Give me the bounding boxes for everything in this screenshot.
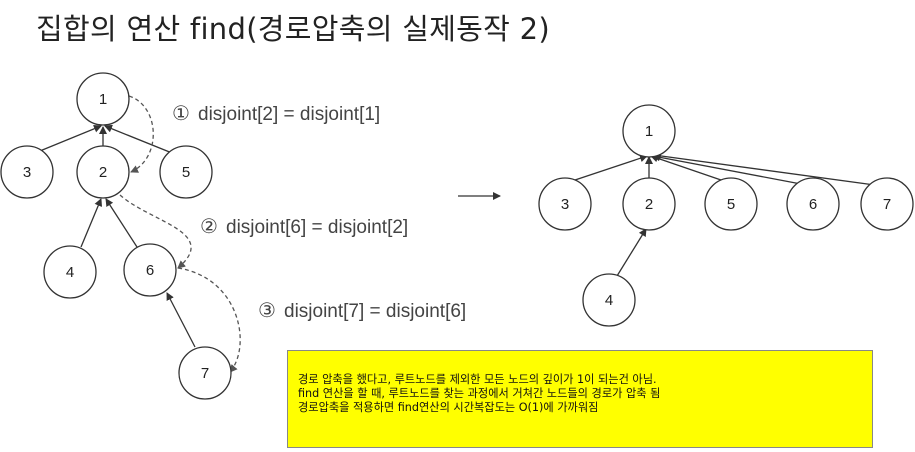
node-label: 6 (809, 196, 817, 213)
note-line-2: find 연산을 할 때, 루트노드를 찾는 과정에서 거쳐간 노드들의 경로가… (298, 387, 661, 400)
dashed-arrow-6-to-2 (119, 194, 192, 269)
node-label: 7 (883, 196, 891, 213)
node-6-after: 6 (786, 177, 840, 231)
edge-a7-to-a1 (653, 151, 883, 187)
note-line-3: 경로압축을 적용하면 find연산의 시간복잡도는 O(1)에 가까워짐 (298, 401, 599, 414)
node-1: 1 (76, 72, 130, 126)
step-labels: ① disjoint[2] = disjoint[1] ② disjoint[6… (172, 103, 466, 322)
node-label: 6 (146, 262, 154, 279)
node-label: 3 (561, 196, 569, 213)
step-3-num: ③ (258, 300, 276, 322)
node-7-after: 7 (860, 177, 914, 231)
node-label: 3 (23, 164, 31, 181)
step-1-num: ① (172, 103, 190, 125)
node-2: 2 (76, 145, 130, 199)
dashed-arrow-2-to-1 (128, 95, 154, 173)
node-label: 1 (645, 123, 653, 140)
node-4: 4 (43, 245, 97, 299)
node-3: 3 (0, 145, 54, 199)
node-label: 7 (201, 365, 209, 382)
dashed-arrow-7-to-6 (177, 267, 241, 373)
node-2-after: 2 (622, 177, 676, 231)
edge-7-to-6 (166, 292, 196, 348)
edge-a3-to-a1 (574, 154, 648, 181)
step-1-text: disjoint[2] = disjoint[1] (198, 104, 380, 125)
note-line-1: 경로 압축을 했다고, 루트노드를 제외한 모든 노드의 깊이가 1이 되는건 … (298, 373, 657, 386)
node-label: 4 (605, 292, 613, 309)
compression-arrows (119, 95, 241, 373)
step-2-text: disjoint[6] = disjoint[2] (226, 217, 408, 238)
edge-3-to-1 (34, 124, 102, 154)
edge-a5-to-a1 (650, 154, 722, 181)
edge-4-to-2 (80, 198, 102, 248)
step-2-num: ② (200, 216, 218, 238)
node-label: 2 (99, 164, 107, 181)
node-1-after: 1 (622, 104, 676, 158)
edge-a4-to-a2 (616, 228, 647, 277)
node-5-after: 5 (704, 177, 758, 231)
before-edges (34, 124, 196, 348)
node-label: 1 (99, 91, 107, 108)
node-5: 5 (159, 145, 213, 199)
node-label: 4 (66, 264, 74, 281)
page-title: 집합의 연산 find(경로압축의 실제동작 2) (36, 12, 551, 46)
after-edges (574, 151, 883, 277)
node-3-after: 3 (538, 177, 592, 231)
edge-a6-to-a1 (652, 153, 802, 185)
edge-5-to-1 (104, 124, 173, 154)
note-box: 경로 압축을 했다고, 루트노드를 제외한 모든 노드의 깊이가 1이 되는건 … (287, 350, 873, 448)
node-7: 7 (178, 346, 232, 400)
before-tree: 1 3 2 5 4 6 7 (0, 72, 232, 400)
node-4-after: 4 (582, 273, 636, 327)
node-label: 5 (182, 164, 190, 181)
node-label: 5 (727, 196, 735, 213)
node-6: 6 (123, 243, 177, 297)
edge-6-to-2 (105, 198, 138, 248)
node-label: 2 (645, 196, 653, 213)
step-3-text: disjoint[7] = disjoint[6] (284, 301, 466, 322)
after-tree: 1 3 2 5 6 7 4 (538, 104, 914, 327)
